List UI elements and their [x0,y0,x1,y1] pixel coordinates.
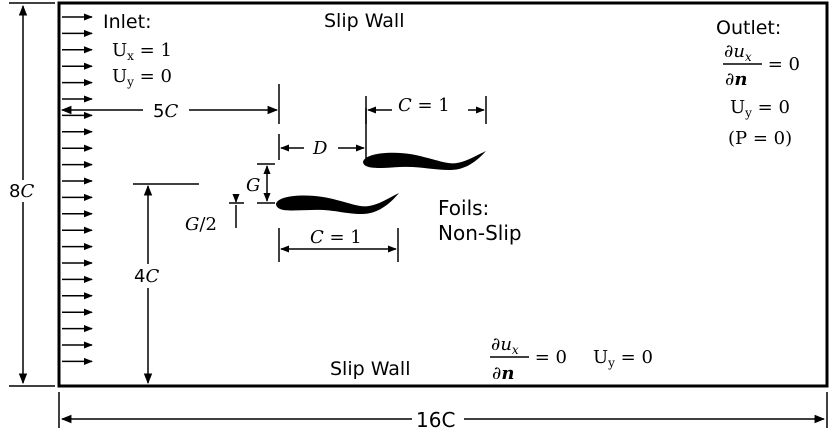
top-wall-label: Slip Wall [324,10,405,32]
bottom-wall-label: Slip Wall [330,358,411,380]
inlet-title: Inlet: [103,11,151,33]
width-label: 16C [416,408,455,432]
horizontal-gap-label-mask [304,136,338,158]
bottom-uy: Uy = 0 [593,347,653,370]
top-chord-label: C = 1 [398,95,450,116]
center-height-label: 4C [134,266,159,287]
bottom-chord-label: C = 1 [310,227,362,248]
outlet-uy: Uy = 0 [730,97,790,120]
height-label-mask [7,180,41,202]
foils-condition: Non-Slip [438,221,522,245]
outlet-pressure: (P = 0) [728,128,792,149]
bottom-chord-label-mask [304,226,378,248]
width-label-mask [412,406,464,432]
bottom-gradient-condition: ∂ux ∂n = 0 [490,334,567,384]
bottom-gradient-denominator: ∂n [492,363,514,384]
outlet-gradient-value: = 0 [762,54,800,75]
domain-boundary [57,1,829,388]
outlet-gradient-numerator: ∂ux [724,41,752,64]
outlet-gradient-denominator: ∂n [725,69,747,90]
upstream-label-mask [143,99,189,121]
height-label: 8C [9,181,34,202]
inlet-uy: Uy = 0 [112,66,172,89]
half-gap-label: G/2 [185,214,217,235]
center-height-label-mask [130,264,170,288]
upstream-label: 5C [153,101,178,122]
foils-title: Foils: [438,196,489,220]
bottom-gradient-numerator: ∂ux [491,334,519,357]
horizontal-gap-label: D [312,138,328,159]
bottom-gradient-value: = 0 [529,347,567,368]
outlet-title: Outlet: [716,17,781,39]
bottom-foil [276,193,399,214]
top-chord-label-mask [392,94,468,116]
outlet-gradient-condition: ∂ux ∂n = 0 [723,41,800,90]
vertical-gap-label: G [246,175,260,196]
top-foil [363,151,486,170]
inlet-velocity-arrows [62,13,93,365]
inlet-ux: Ux = 1 [112,40,172,63]
